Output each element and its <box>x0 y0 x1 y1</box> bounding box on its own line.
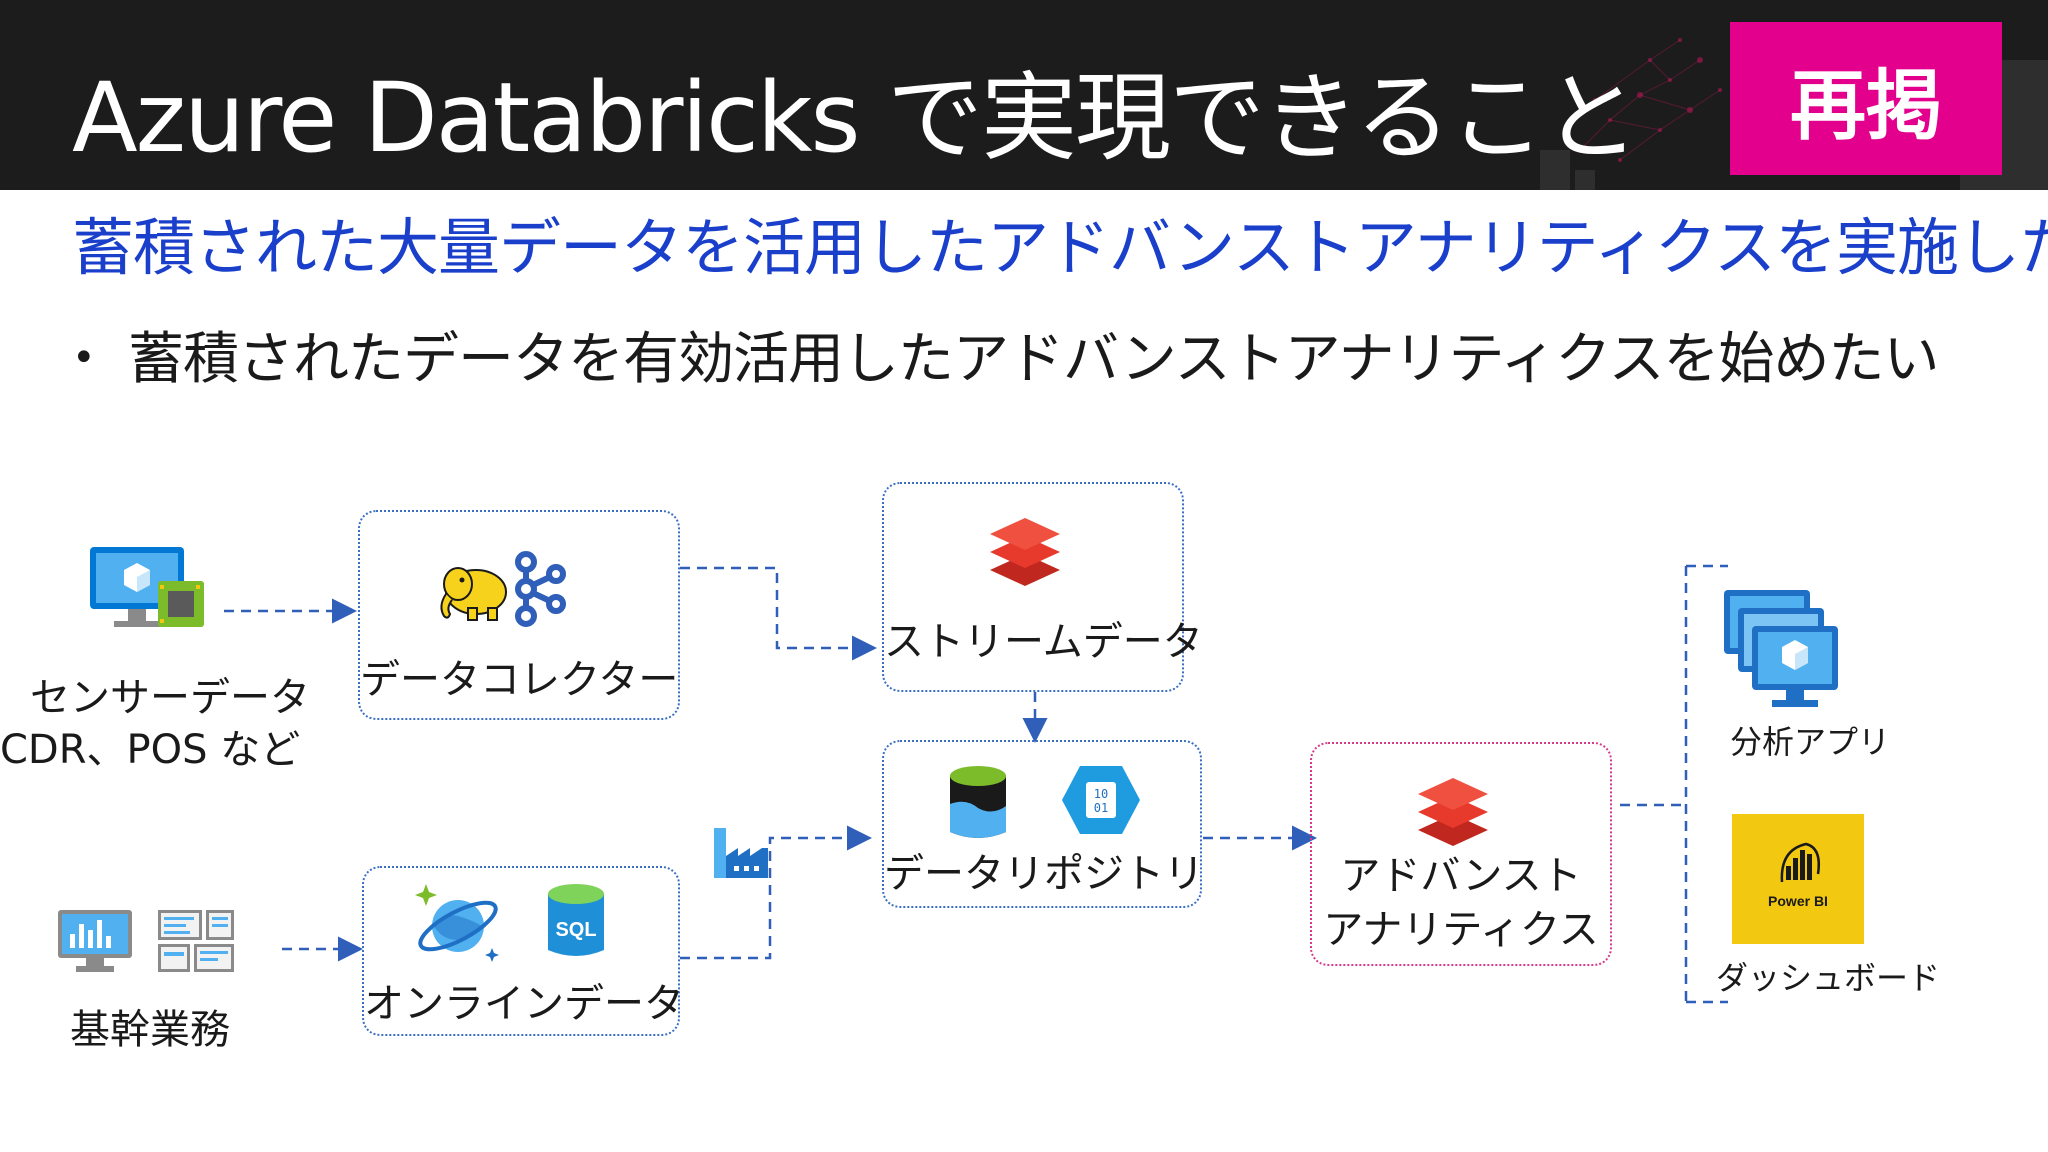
online-data-box: SQL オンラインデータ <box>362 866 684 1036</box>
slide-header: Azure Databricks で実現できること 再掲 <box>0 0 2048 190</box>
reposted-badge: 再掲 <box>1730 22 2002 175</box>
dashboard-label: ダッシュボード <box>1716 959 1941 997</box>
virtual-machines-icon <box>1724 590 1838 707</box>
hadoop-elephant-icon <box>440 567 507 621</box>
stream-data-box: ストリームデータ <box>882 482 1203 692</box>
cosmosdb-icon <box>415 884 499 962</box>
analysis-app-label: 分析アプリ <box>1729 723 1890 761</box>
core-business-label: 基幹業務 <box>70 1007 230 1053</box>
stream-data-label: ストリームデータ <box>884 619 1203 665</box>
advanced-analytics-box: アドバンスト アナリティクス <box>1310 742 1612 966</box>
data-lake-icon <box>950 766 1006 838</box>
bullet-text: 蓄積されたデータを有効活用したアドバンストアナリティクスを始めたい <box>128 327 1940 392</box>
sensor-data-label: センサーデータ <box>30 675 310 721</box>
factory-icon <box>714 828 768 878</box>
data-collector-box: データコレクター <box>358 510 680 720</box>
kafka-icon <box>515 551 566 627</box>
binary-hex-icon: 10 01 <box>1062 766 1140 834</box>
monitor-chart-icon <box>58 910 132 972</box>
data-repository-box: 10 01 データリポジトリ <box>882 740 1204 908</box>
dashboard-windows-icon <box>158 910 234 972</box>
powerbi-icon: Power BI <box>1732 814 1864 944</box>
slide-title: Azure Databricks で実現できること <box>72 62 1639 174</box>
sql-icon-text: SQL <box>555 919 596 941</box>
bullet-marker: • <box>72 335 96 381</box>
powerbi-icon-text: Power BI <box>1768 893 1828 909</box>
sql-database-icon: SQL <box>548 884 604 956</box>
data-collector-label: データコレクター <box>360 657 679 703</box>
databricks-icon <box>990 518 1060 586</box>
data-repository-label: データリポジトリ <box>884 851 1204 897</box>
network-decor-icon <box>1540 38 2048 190</box>
svg-text:10: 10 <box>1094 787 1108 801</box>
online-data-label: オンラインデータ <box>364 981 684 1027</box>
advanced-label-line1: アドバンスト <box>1340 853 1582 899</box>
monitor-device-icon <box>90 547 204 627</box>
svg-text:01: 01 <box>1094 801 1108 815</box>
slide-subtitle: 蓄積された大量データを活用したアドバンストアナリティクスを実施したい <box>72 211 2048 284</box>
databricks-icon <box>1418 778 1488 846</box>
advanced-label-line2: アナリティクス <box>1323 907 1599 953</box>
cdr-pos-label: CDR、POS など <box>0 727 301 773</box>
